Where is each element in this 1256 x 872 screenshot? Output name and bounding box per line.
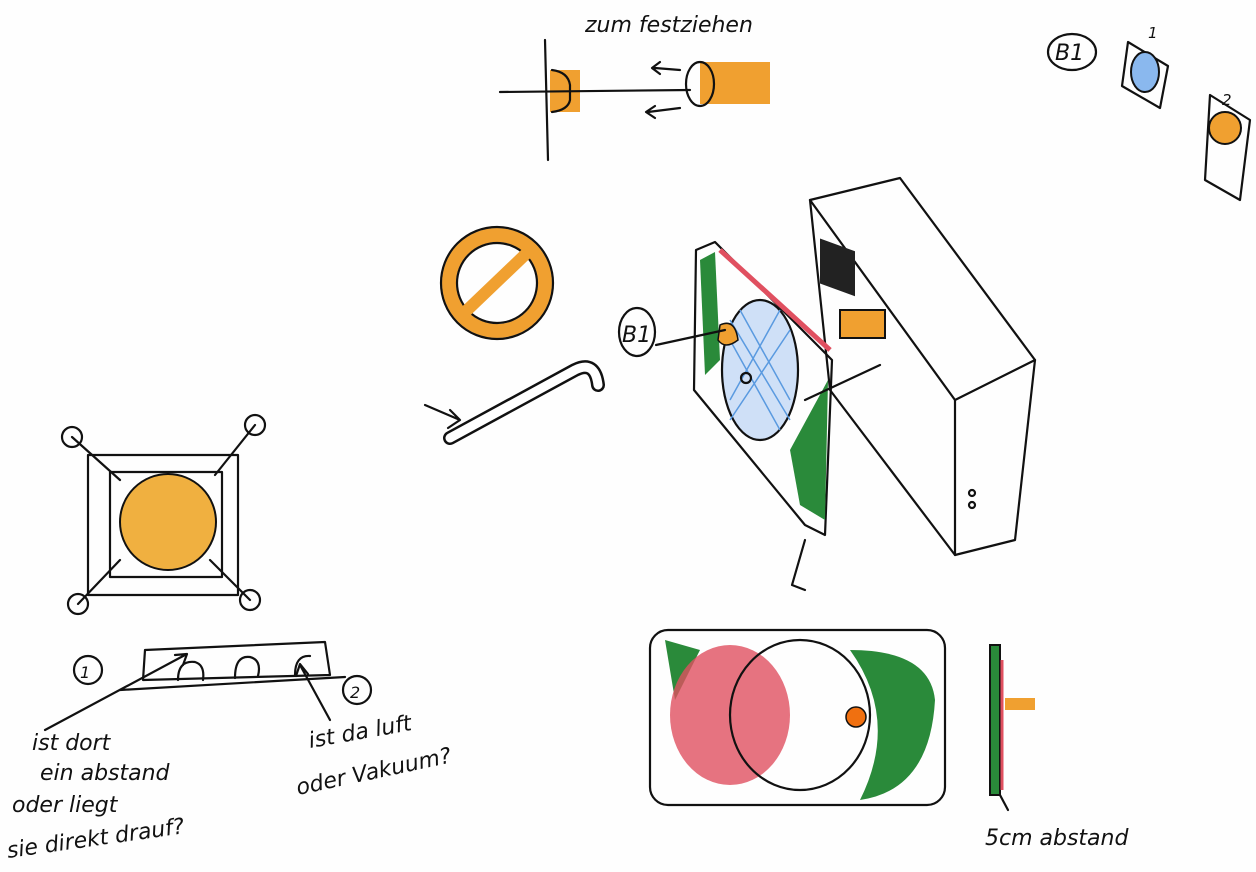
distance-note: 5cm abstand (985, 826, 1129, 851)
ring-and-hook (423, 225, 605, 445)
b1-label-top: B1 (1055, 41, 1084, 66)
title-note: zum festziehen (584, 13, 753, 38)
note-1-line: oder liegt (12, 793, 119, 818)
b1-detail-1: 1 (1148, 24, 1158, 42)
pc-case (808, 176, 1037, 557)
note-1-line: ist dort (32, 731, 112, 756)
b1-label-fan: B1 (622, 323, 651, 348)
b1-detail-2: 2 (1222, 91, 1232, 109)
marker-1: 1 (80, 663, 90, 682)
note-2-line: ist da luft (307, 711, 415, 754)
cross-section: 1 2 (43, 640, 373, 732)
fan-panel: B1 (617, 240, 882, 592)
b1-detail: B1 1 2 (1046, 24, 1252, 202)
note-1-line: ein abstand (40, 761, 171, 786)
tightening-detail: zum festziehen (498, 13, 770, 162)
heatsink-mount (60, 413, 267, 616)
note-1-line: sie direkt drauf? (5, 814, 186, 864)
marker-2: 2 (350, 683, 360, 702)
fan-top-view: 5cm abstand (648, 628, 1129, 851)
note-2: ist da luft oder Vakuum? (294, 711, 454, 801)
note-1: ist dort ein abstand oder liegt sie dire… (5, 731, 186, 864)
